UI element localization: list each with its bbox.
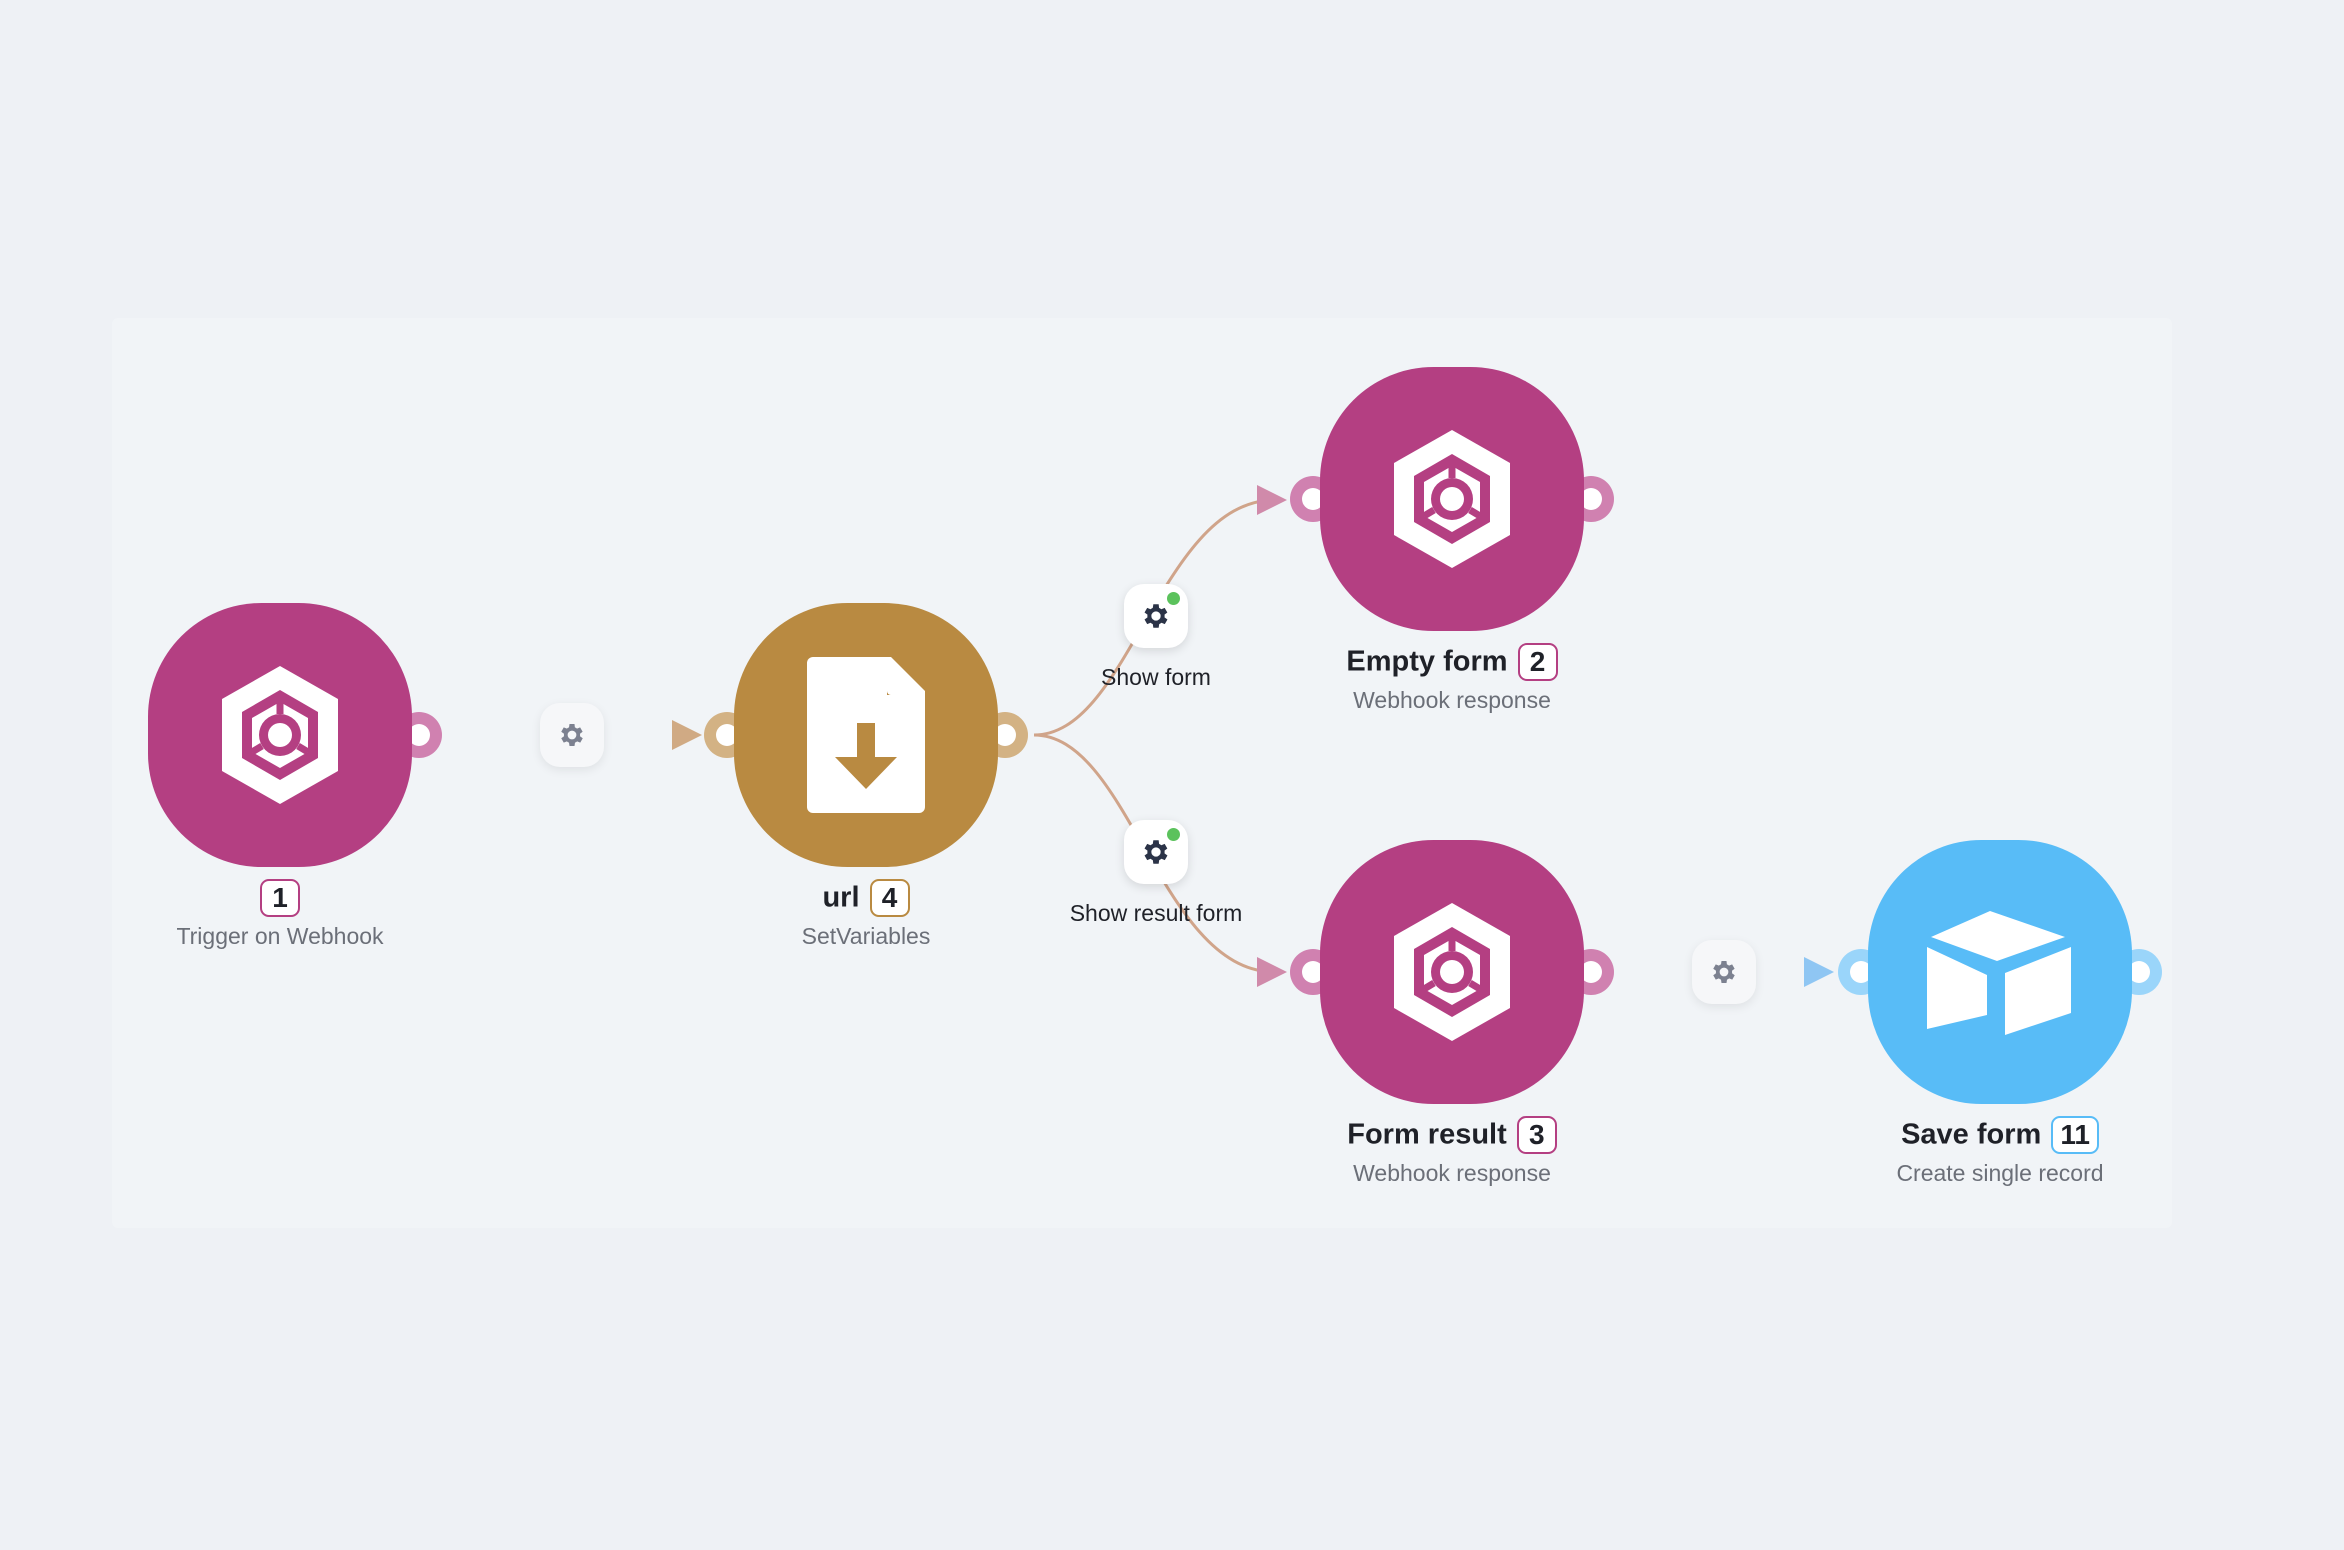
module-body[interactable] — [1320, 367, 1584, 631]
route-filter-show-result-form[interactable] — [1124, 820, 1188, 884]
scenario-area — [112, 318, 2172, 1228]
module-subtitle: Webhook response — [1353, 1160, 1551, 1186]
module-subtitle: Trigger on Webhook — [176, 923, 384, 949]
gear-icon — [1144, 840, 1168, 864]
module-subtitle: Webhook response — [1353, 687, 1551, 713]
route-label-show-form[interactable]: Show form — [1101, 664, 1211, 690]
route-filter-show-form[interactable] — [1124, 584, 1188, 648]
filter-status-dot — [1165, 826, 1182, 843]
module-body[interactable] — [1320, 840, 1584, 1104]
module-body[interactable] — [148, 603, 412, 867]
module-id-badge: 3 — [1516, 1116, 1557, 1154]
webhooks-hexagon-icon — [1394, 903, 1510, 1041]
module-subtitle: SetVariables — [801, 923, 931, 949]
module-id-badge: 2 — [1517, 643, 1558, 681]
webhooks-hexagon-icon — [1394, 430, 1510, 568]
gear-icon — [1144, 604, 1168, 628]
module-id-badge: 1 — [260, 879, 300, 917]
connection-settings-1-4[interactable] — [540, 703, 604, 767]
module-id-badge: 11 — [2051, 1116, 2099, 1154]
airtable-box-icon — [1927, 911, 2071, 1035]
filter-status-dot — [1165, 590, 1182, 607]
route-label-show-result-form[interactable]: Show result form — [1069, 900, 1243, 926]
gear-icon — [1713, 961, 1735, 983]
webhooks-hexagon-icon — [222, 666, 338, 804]
connection-settings-3-11[interactable] — [1692, 940, 1756, 1004]
gear-icon — [561, 724, 583, 746]
module-body[interactable] — [734, 603, 998, 867]
module-title: 1 — [8, 879, 552, 917]
module-id-badge: 4 — [869, 879, 910, 917]
file-download-icon — [807, 657, 925, 813]
module-subtitle: Create single record — [1896, 1160, 2104, 1186]
module-body[interactable] — [1868, 840, 2132, 1104]
output-port[interactable] — [1568, 476, 1614, 522]
